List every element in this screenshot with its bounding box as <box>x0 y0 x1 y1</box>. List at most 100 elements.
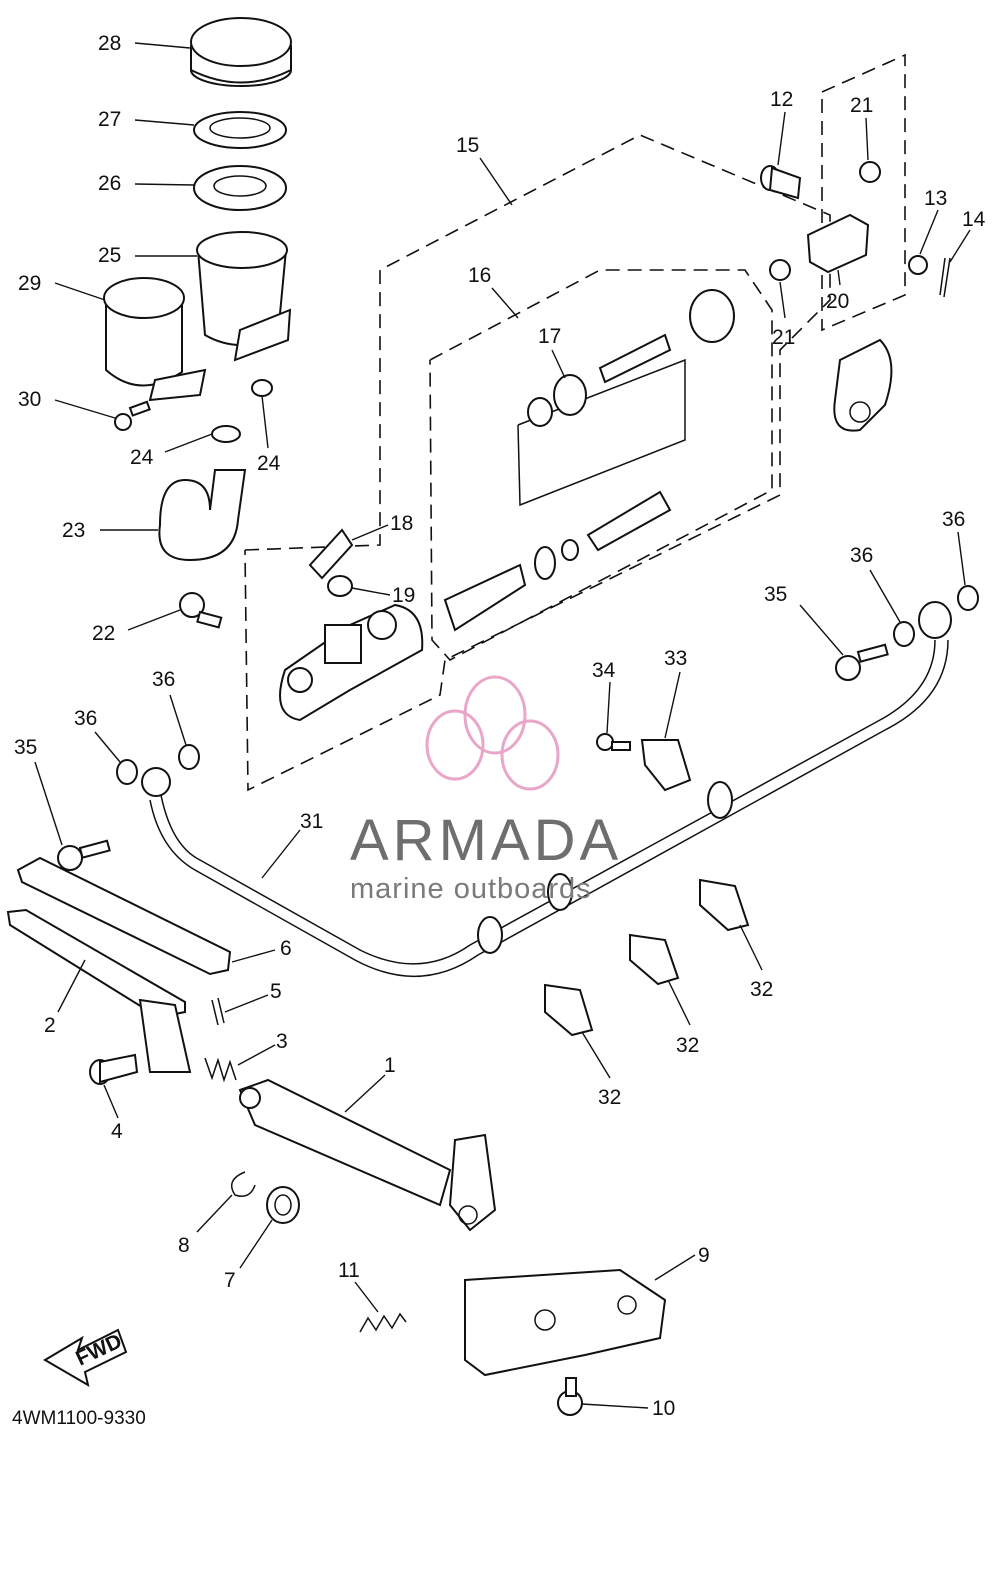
callout-32-b: 32 <box>667 979 699 1057</box>
callout-label: 32 <box>676 1034 699 1057</box>
pin-12 <box>760 165 802 200</box>
callout-label: 15 <box>456 134 479 157</box>
callout-10: 10 <box>581 1397 675 1420</box>
reservoir-cap-28 <box>190 17 292 87</box>
piston-kit-16 <box>443 289 735 632</box>
callout-6: 6 <box>231 937 292 963</box>
rod-1 <box>238 1078 452 1207</box>
spring-11 <box>359 1312 407 1333</box>
callout-8: 8 <box>178 1194 233 1257</box>
callout-27: 27 <box>98 108 195 131</box>
callout-label: 27 <box>98 108 121 131</box>
circlip-8 <box>230 1171 256 1197</box>
callout-label: 3 <box>276 1030 288 1053</box>
callout-label: 36 <box>850 544 873 567</box>
reservoir-cover-29 <box>103 277 207 402</box>
callout-label: 26 <box>98 172 121 195</box>
cotter-14 <box>939 257 951 298</box>
diaphragm-27 <box>193 111 287 149</box>
spring-3 <box>204 1057 237 1083</box>
callout-3: 3 <box>237 1030 288 1066</box>
callout-label: 23 <box>62 519 85 542</box>
callout-32-c: 32 <box>739 924 773 1001</box>
nipple-18 <box>308 528 354 580</box>
washer-13 <box>908 255 928 275</box>
callout-18: 18 <box>351 512 413 541</box>
pin-4 <box>89 1053 139 1085</box>
hose-clamp-32-b <box>629 933 680 986</box>
callout-label: 17 <box>538 325 561 348</box>
watermark-subtitle: marine outboards <box>350 873 592 905</box>
arm-bracket <box>833 338 893 432</box>
callout-25: 25 <box>98 244 197 267</box>
callout-label: 29 <box>18 272 41 295</box>
callout-14: 14 <box>949 208 986 263</box>
callout-label: 32 <box>598 1086 621 1109</box>
callout-label: 28 <box>98 32 121 55</box>
hose-clamp-32-c <box>699 878 750 932</box>
dashed-assembly-outlines <box>244 53 906 792</box>
hose-clamp-32-a <box>544 983 594 1037</box>
callout-26: 26 <box>98 172 195 195</box>
callout-32-a: 32 <box>581 1031 621 1109</box>
callout-label: 12 <box>770 88 793 111</box>
callout-label: 34 <box>592 659 616 682</box>
callout-16: 16 <box>468 264 519 319</box>
callout-36-b: 36 <box>74 707 121 763</box>
callout-label: 20 <box>826 290 849 313</box>
callout-36-a: 36 <box>152 668 187 746</box>
reservoir-hose-23 <box>158 469 247 562</box>
callout-34: 34 <box>592 659 616 734</box>
callout-label: 36 <box>152 668 175 691</box>
callout-2: 2 <box>44 959 86 1037</box>
screw-34 <box>596 733 631 751</box>
drawing-code: 4WM1100-9330 <box>12 1408 146 1429</box>
callout-5: 5 <box>224 980 282 1013</box>
hose-clamps-24 <box>211 379 273 443</box>
callout-28: 28 <box>98 32 191 55</box>
callout-label: 30 <box>18 388 41 411</box>
clevis-20 <box>769 161 881 281</box>
callout-label: 9 <box>698 1244 710 1267</box>
callout-label: 1 <box>384 1054 396 1077</box>
callout-36-d: 36 <box>942 508 966 586</box>
callout-label: 35 <box>764 583 787 606</box>
callout-label: 32 <box>750 978 773 1001</box>
callout-21-b: 21 <box>772 281 795 349</box>
nut-10 <box>557 1377 583 1416</box>
plate-26 <box>193 165 287 211</box>
bolt-30 <box>114 400 151 431</box>
callout-15: 15 <box>456 134 513 206</box>
callout-label: 24 <box>257 452 281 475</box>
callout-label: 35 <box>14 736 37 759</box>
callout-23: 23 <box>62 519 158 542</box>
callout-17: 17 <box>538 325 566 379</box>
pedal-pad-6 <box>16 856 232 976</box>
callout-29: 29 <box>18 272 106 301</box>
callout-label: 16 <box>468 264 491 287</box>
grommet-19 <box>327 575 353 597</box>
master-cylinder-15 <box>279 603 424 722</box>
callout-label: 21 <box>772 326 795 349</box>
union-bolts-35 <box>57 643 889 871</box>
callout-label: 24 <box>130 446 154 469</box>
callout-9: 9 <box>654 1244 710 1281</box>
callout-35-b: 35 <box>764 583 844 656</box>
fwd-arrow-icon: FWD <box>43 1328 128 1388</box>
callout-20: 20 <box>826 269 849 313</box>
callout-1: 1 <box>344 1054 396 1113</box>
callout-label: 22 <box>92 622 115 645</box>
callout-4: 4 <box>103 1084 123 1143</box>
callout-label: 18 <box>390 512 413 535</box>
callout-label: 14 <box>962 208 986 231</box>
callout-label: 6 <box>280 937 292 960</box>
callout-label: 2 <box>44 1014 56 1037</box>
collar-7 <box>266 1186 300 1224</box>
callout-7: 7 <box>224 1219 273 1292</box>
callout-11: 11 <box>338 1259 379 1313</box>
callout-label: 7 <box>224 1269 236 1292</box>
callout-label: 21 <box>850 94 873 117</box>
callout-label: 5 <box>270 980 282 1003</box>
washers-36 <box>116 585 979 785</box>
